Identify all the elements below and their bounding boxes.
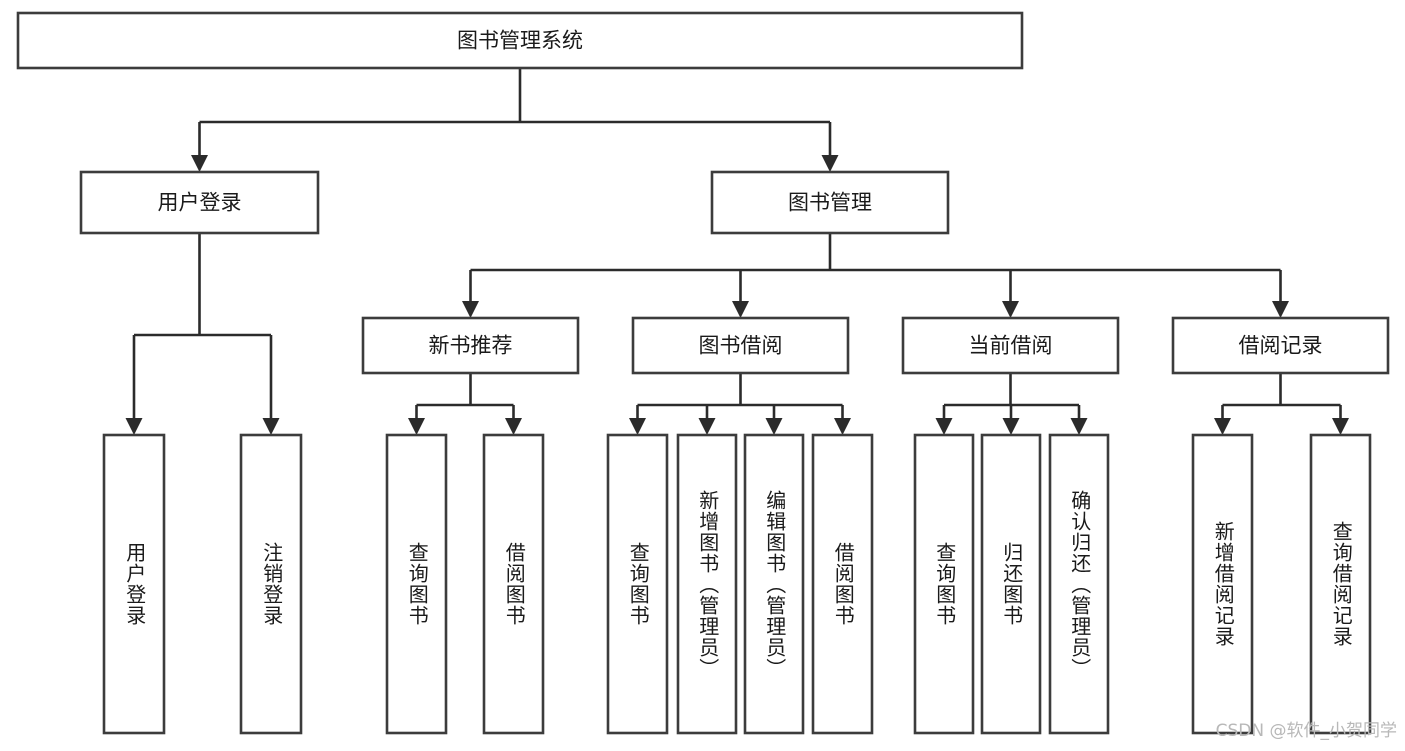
node-border xyxy=(239,433,303,735)
node-border xyxy=(980,433,1042,735)
node-border xyxy=(361,316,580,375)
arrow-head-icon xyxy=(125,418,143,435)
arrow-head-icon xyxy=(1070,418,1088,435)
node-root-root[interactable]: 图书管理系统 xyxy=(16,11,1024,70)
node-border xyxy=(913,433,975,735)
node-label: 图书管理系统 xyxy=(457,29,583,53)
node-level2-current-borrow[interactable]: 当前借阅 xyxy=(901,316,1120,375)
node-leaf-leaf-user-login[interactable] xyxy=(102,433,166,735)
node-label: 借阅记录 xyxy=(1239,334,1323,358)
arrow-head-icon xyxy=(1214,418,1231,435)
arrow-head-icon xyxy=(629,418,646,435)
node-leaf-leaf-add-borrow-record[interactable] xyxy=(1191,433,1254,735)
node-leaf-leaf-add-book-admin[interactable] xyxy=(676,433,738,735)
arrow-head-icon xyxy=(935,418,953,435)
node-border xyxy=(606,433,669,735)
node-border xyxy=(385,433,448,735)
arrow-head-icon xyxy=(1002,418,1020,435)
node-leaf-leaf-borrow-books[interactable] xyxy=(811,433,874,735)
node-label: 图书借阅 xyxy=(699,334,783,358)
node-leaf-leaf-logout[interactable] xyxy=(239,433,303,735)
node-leaf-leaf-query-books-recommend[interactable] xyxy=(385,433,448,735)
node-border xyxy=(79,170,320,235)
node-border xyxy=(1048,433,1110,735)
node-label: 新书推荐 xyxy=(429,334,513,358)
node-border xyxy=(16,11,1024,70)
arrow-head-icon xyxy=(191,155,208,172)
arrow-head-icon xyxy=(698,418,716,435)
arrow-head-icon xyxy=(1272,301,1289,318)
arrow-head-icon xyxy=(732,301,749,318)
node-level1-user-login[interactable]: 用户登录 xyxy=(79,170,320,235)
arrow-head-icon xyxy=(1332,418,1349,435)
node-border xyxy=(1309,433,1372,735)
arrow-head-icon xyxy=(505,418,522,435)
arrow-head-icon xyxy=(1002,301,1019,318)
node-leaf-leaf-confirm-return-admin[interactable] xyxy=(1048,433,1110,735)
node-leaf-leaf-query-borrow-record[interactable] xyxy=(1309,433,1372,735)
node-leaf-leaf-edit-book-admin[interactable] xyxy=(743,433,805,735)
arrow-head-icon xyxy=(262,418,280,435)
arrow-head-icon xyxy=(834,418,851,435)
node-label: 当前借阅 xyxy=(969,334,1053,358)
node-border xyxy=(811,433,874,735)
node-border xyxy=(1171,316,1390,375)
node-leaf-leaf-return-books[interactable] xyxy=(980,433,1042,735)
node-border xyxy=(901,316,1120,375)
node-level2-new-book-recommend[interactable]: 新书推荐 xyxy=(361,316,580,375)
arrow-head-icon xyxy=(408,418,425,435)
node-border xyxy=(482,433,545,735)
node-label: 图书管理 xyxy=(788,191,872,215)
node-level1-book-management[interactable]: 图书管理 xyxy=(710,170,950,235)
node-border xyxy=(631,316,850,375)
node-leaf-leaf-borrow-books-recommend[interactable] xyxy=(482,433,545,735)
node-label: 用户登录 xyxy=(158,191,242,215)
node-level2-borrow-records[interactable]: 借阅记录 xyxy=(1171,316,1390,375)
node-leaf-leaf-query-books-current[interactable] xyxy=(913,433,975,735)
node-border xyxy=(676,433,738,735)
node-leaf-leaf-query-books-borrow[interactable] xyxy=(606,433,669,735)
node-level2-book-borrow[interactable]: 图书借阅 xyxy=(631,316,850,375)
watermark: CSDN @软件_小贺同学 xyxy=(1215,721,1397,741)
arrow-head-icon xyxy=(462,301,479,318)
node-border xyxy=(102,433,166,735)
arrow-head-icon xyxy=(821,155,839,172)
node-border xyxy=(1191,433,1254,735)
node-border xyxy=(743,433,805,735)
node-border xyxy=(710,170,950,235)
arrow-head-icon xyxy=(765,418,783,435)
